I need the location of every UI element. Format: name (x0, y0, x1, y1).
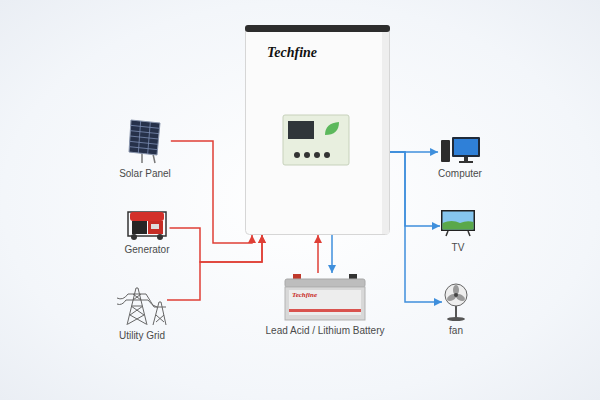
power-wire (117, 294, 157, 307)
brand-name: Techfine (267, 45, 317, 61)
solar-panel-node: Solar Panel (119, 118, 171, 180)
icon-wrap (440, 208, 476, 238)
engine (132, 221, 147, 234)
inverter-top-cap (245, 25, 390, 32)
node-label: fan (449, 325, 463, 337)
node-label: Lead Acid / Lithium Battery (266, 325, 385, 337)
panel-button (324, 152, 330, 158)
icon-wrap (127, 118, 163, 164)
pc-tower (441, 140, 450, 162)
power-flow-arrow (390, 152, 440, 226)
solar-panel-body (129, 120, 160, 155)
panel-grid (131, 125, 160, 128)
icon-wrap: Techfine (283, 273, 367, 321)
pylon-arm (126, 294, 148, 306)
battery-lid (285, 279, 365, 287)
panel-grid (129, 147, 157, 150)
battery-sticker (289, 290, 361, 315)
power-flow-arrow (317, 235, 319, 273)
inverter-shape (245, 25, 390, 235)
icon-wrap (117, 282, 167, 326)
tv-screen (443, 212, 474, 230)
tv-landscape (443, 221, 474, 230)
node-label: Utility Grid (119, 330, 165, 342)
icon-wrap (442, 283, 470, 321)
inverter-body (246, 26, 390, 235)
generator-node: Generator (124, 208, 169, 256)
battery-stripe (289, 309, 361, 312)
wheel (131, 234, 137, 240)
pylon-brace (128, 294, 146, 324)
inverter-side (382, 31, 389, 234)
panel-button (314, 152, 320, 158)
fan-hub (454, 293, 458, 297)
panel-grid (130, 136, 159, 139)
fan-blade (446, 292, 458, 302)
fan-blade (455, 292, 467, 302)
lcd-screen (288, 121, 314, 139)
battery-body (285, 287, 365, 320)
monitor-screen (454, 139, 478, 155)
alternator (148, 221, 163, 234)
computer-icon (439, 136, 481, 164)
icon-wrap (126, 208, 168, 240)
tv-icon (440, 208, 476, 238)
tv-frame (441, 210, 475, 231)
wheel (157, 234, 163, 240)
fuel-tank (130, 212, 164, 221)
panel-leg (153, 154, 155, 163)
node-label: Solar Panel (119, 168, 171, 180)
computer-node: Computer (438, 136, 482, 180)
power-flow-arrow (390, 152, 442, 302)
panel-grid (130, 141, 158, 144)
pylon-tower (153, 302, 166, 325)
fan-grille (445, 284, 467, 306)
tv-node: TV (440, 208, 476, 254)
pylon-icon (117, 282, 167, 326)
panel-button (304, 152, 310, 158)
pylon-tower (127, 288, 147, 325)
panel-grid (130, 131, 159, 134)
brand-logo: Techfine (292, 291, 317, 299)
generator-icon (126, 208, 168, 240)
tv-leg (446, 231, 448, 236)
node-label: Computer (438, 168, 482, 180)
fan-icon (442, 283, 470, 321)
tv-leg (468, 231, 470, 236)
utility-grid-node: Utility Grid (117, 282, 167, 342)
control-panel (283, 115, 349, 165)
generator-frame (128, 212, 166, 236)
leaf-logo (325, 122, 339, 135)
monitor-frame (452, 137, 480, 157)
inverter-node: Techfine (245, 25, 390, 235)
solar-icon (127, 118, 163, 164)
panel-button (294, 152, 300, 158)
node-label: Generator (124, 244, 169, 256)
fan-node: fan (442, 283, 470, 337)
fan-base (447, 317, 465, 321)
icon-wrap (439, 136, 481, 164)
power-flow-arrow (331, 235, 333, 273)
monitor-stand (464, 157, 468, 161)
control-panel (151, 224, 159, 229)
monitor-base (459, 161, 473, 163)
power-flow-arrow (167, 235, 262, 300)
battery-node: TechfineLead Acid / Lithium Battery (266, 273, 385, 337)
fan-pole (455, 305, 457, 318)
panel-leg (141, 153, 143, 163)
node-label: TV (452, 242, 465, 254)
